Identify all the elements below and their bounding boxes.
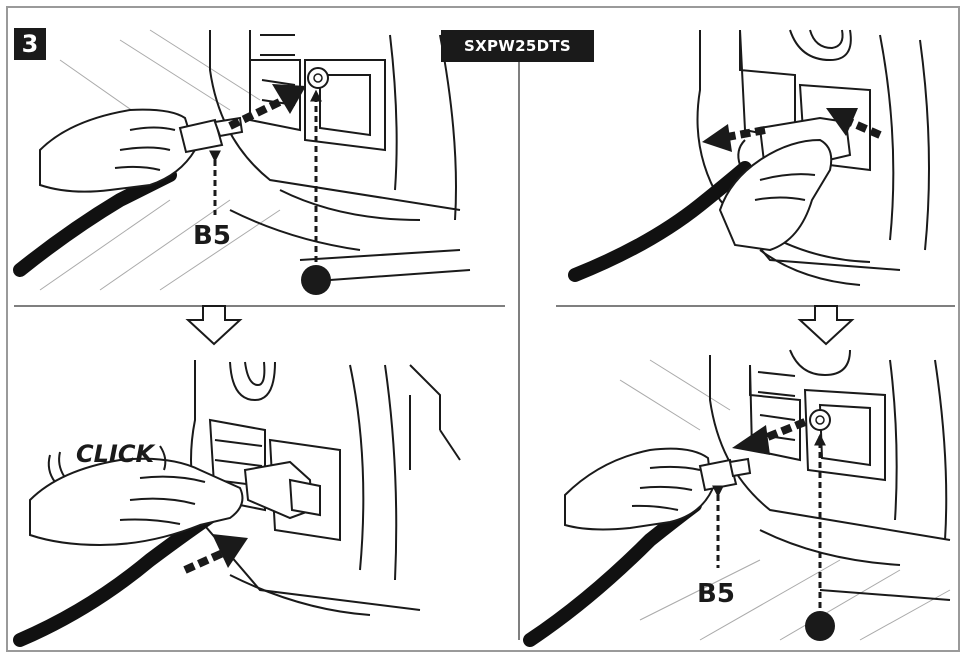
step-number-badge: 3 <box>14 28 46 60</box>
hand-icon-4 <box>564 447 714 531</box>
remove-arrow-icon <box>702 124 766 152</box>
remove-arrow-icon-4 <box>732 418 807 455</box>
push-arrow-icon <box>826 108 882 139</box>
machine-body-1 <box>209 30 471 281</box>
click-sound-label: CLICK <box>76 440 156 468</box>
floor-tiles-4 <box>619 359 951 641</box>
panel-dividers <box>14 40 955 640</box>
next-step-arrow-icon <box>185 305 243 346</box>
outlet-port-1 <box>307 67 329 89</box>
next-step-arrow-icon-2 <box>797 305 855 346</box>
nozzle-4 <box>698 457 752 492</box>
nozzle-1 <box>178 116 244 154</box>
panel-3: CLICK <box>13 360 461 647</box>
model-label: SXPW25DTS <box>441 30 594 62</box>
machine-body-4 <box>709 349 951 601</box>
hand-icon-3 <box>29 457 244 547</box>
panel-1: B5 <box>13 29 471 295</box>
pointer-dot-icon <box>301 265 331 295</box>
panel-2 <box>568 29 930 286</box>
callout-b5-4: B5 <box>697 579 735 609</box>
callout-b5-1: B5 <box>193 221 231 251</box>
insert-arrow-icon <box>228 84 306 130</box>
hose-icon-2 <box>568 161 752 282</box>
pointer-dot-icon-4 <box>805 611 835 641</box>
coupler-3 <box>243 460 321 520</box>
click-motion-lines <box>47 445 167 483</box>
insert-arrow-icon-3 <box>183 534 248 574</box>
hand-icon-2 <box>718 138 833 252</box>
outlet-port-4 <box>809 409 831 431</box>
panel-4: B5 <box>523 349 951 647</box>
